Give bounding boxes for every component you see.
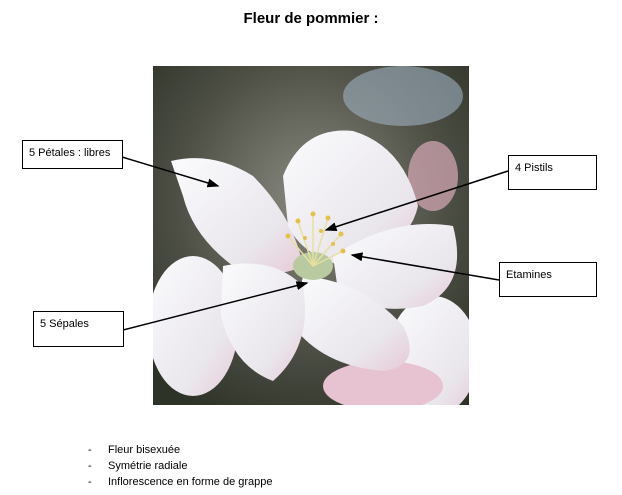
list-item: Fleur bisexuée (86, 442, 273, 458)
label-sepales: 5 Sépales (33, 311, 124, 347)
label-etamines: Etamines (499, 262, 597, 297)
apple-blossom-photo (153, 66, 469, 405)
list-item: Inflorescence en forme de grappe (86, 474, 273, 490)
label-petales: 5 Pétales : libres (22, 140, 123, 169)
page-title: Fleur de pommier : (243, 10, 379, 27)
label-pistils: 4 Pistils (508, 155, 597, 190)
characteristics-list: Fleur bisexuée Symétrie radiale Inflores… (86, 442, 273, 490)
list-item: Symétrie radiale (86, 458, 273, 474)
